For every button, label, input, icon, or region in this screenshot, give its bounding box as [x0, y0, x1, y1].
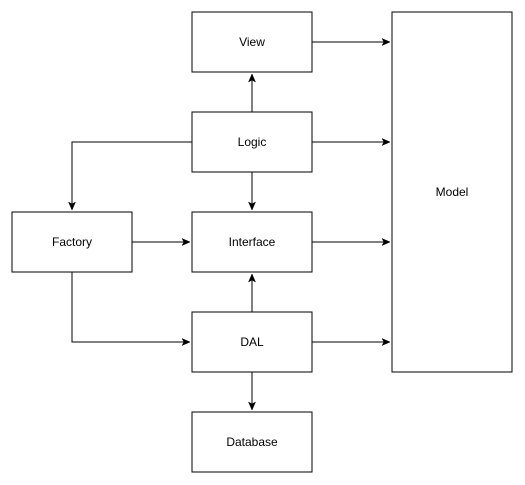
node-logic: Logic — [191, 111, 313, 173]
node-factory-label: Factory — [52, 235, 92, 249]
node-interface-label: Interface — [229, 235, 276, 249]
node-model-label: Model — [436, 185, 469, 199]
node-dal: DAL — [191, 311, 313, 373]
node-interface: Interface — [191, 211, 313, 273]
node-logic-label: Logic — [238, 135, 267, 149]
edge-factory-to-dal — [71, 272, 191, 347]
node-database-label: Database — [226, 435, 278, 449]
edge-logic-to-factory — [67, 141, 192, 211]
node-view-label: View — [239, 35, 265, 49]
node-view: View — [191, 11, 313, 73]
edges — [67, 37, 391, 411]
node-database: Database — [191, 411, 313, 473]
node-factory: Factory — [11, 211, 133, 273]
node-dal-label: DAL — [240, 335, 264, 349]
node-model: Model — [391, 11, 513, 373]
